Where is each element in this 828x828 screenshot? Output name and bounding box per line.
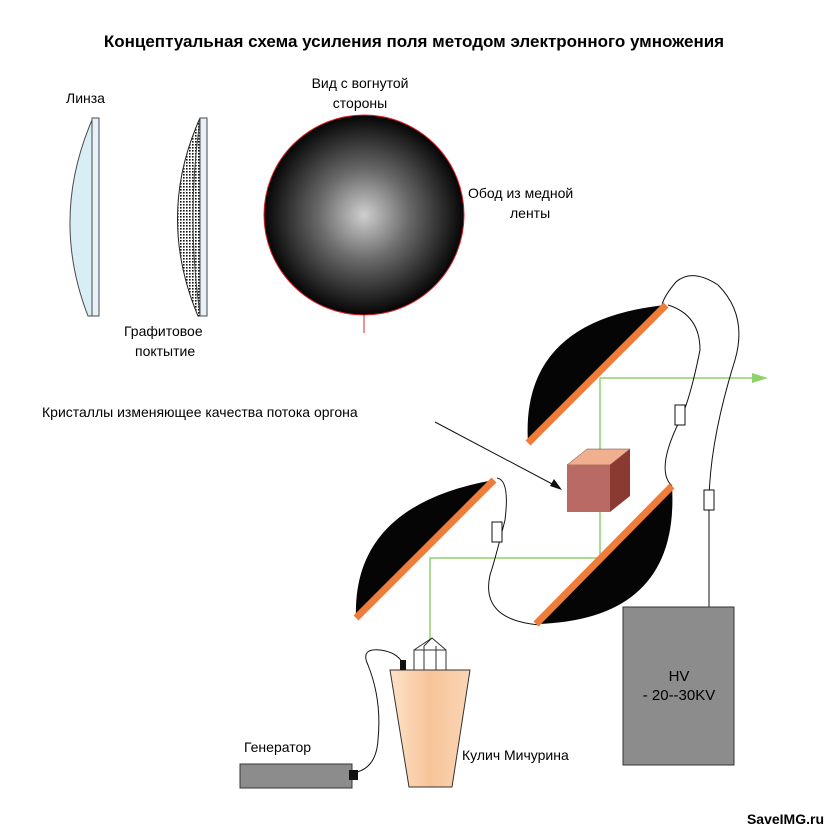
rim-label-line2: ленты [510, 205, 550, 221]
lens-shape [69, 117, 100, 317]
watermark: SaveIMG.ru [747, 811, 824, 827]
crystals-pointer-arrow [434, 421, 562, 490]
mirror-top [525, 302, 669, 446]
kulich-connector [400, 660, 406, 670]
graphite-lens-shape [177, 117, 208, 317]
kulich-container [389, 669, 471, 788]
wires [351, 275, 740, 774]
crystals-label: Кристаллы изменяющее качества потока орг… [42, 404, 358, 420]
generator-box [239, 763, 353, 789]
concave-label-line1: Вид с вогнутой [312, 75, 409, 91]
watermark-bg [736, 810, 828, 828]
mirror-right [533, 483, 675, 627]
mirror-left [353, 477, 497, 621]
concave-view-sphere [263, 114, 465, 333]
hv-label-line2: - 20--30KV [643, 687, 716, 704]
diagram-title: Концептуальная схема усиления поля метод… [104, 32, 724, 51]
hv-label-line1: HV [669, 668, 690, 685]
concave-label-line2: стороны [333, 95, 387, 111]
resistor-upper [674, 404, 686, 426]
lens-label: Линза [66, 90, 105, 106]
graphite-label-line2: поктытие [135, 343, 195, 359]
beam-arrow-icon [752, 373, 768, 383]
crystal-cube [566, 448, 631, 512]
graphite-label-line1: Графитовое [124, 323, 203, 339]
hv-power-supply [622, 606, 735, 766]
generator-label: Генератор [244, 739, 311, 755]
resistor-hv [703, 489, 715, 511]
kulich-crystal [413, 637, 447, 671]
rim-label-line1: Обод из медной [468, 185, 573, 201]
resistor-left [491, 521, 503, 543]
generator-connector [349, 770, 358, 780]
kulich-label: Кулич Мичурина [462, 747, 569, 763]
